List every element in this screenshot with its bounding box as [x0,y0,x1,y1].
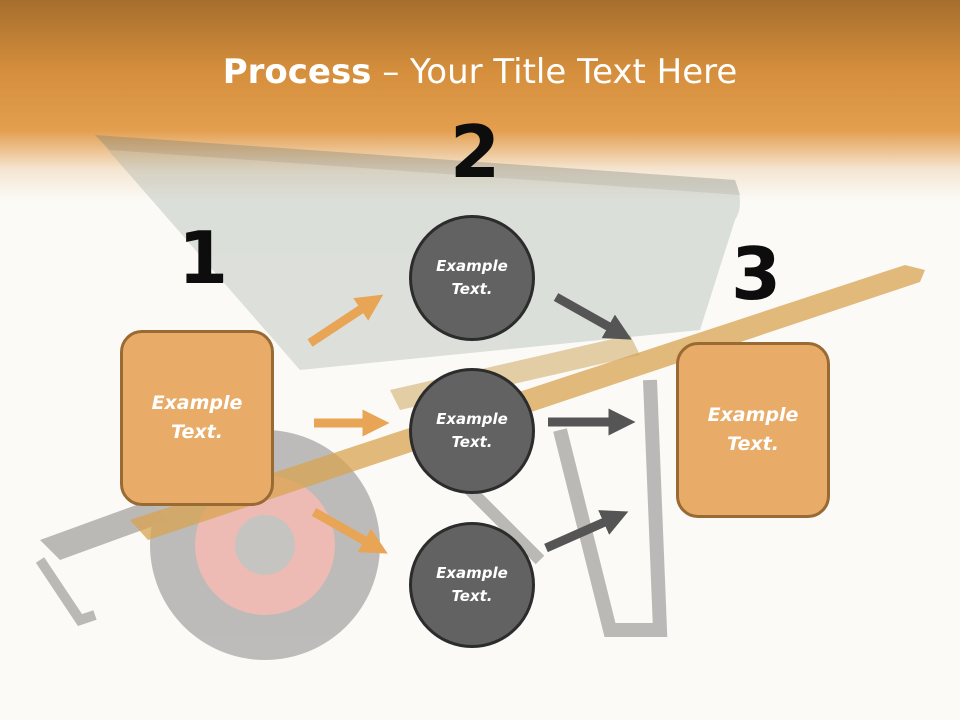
arrow-circle-1-to-3 [553,293,632,340]
step-number-1: 1 [178,216,229,300]
step-number-3: 3 [731,232,782,316]
title-rest: – Your Title Text Here [371,52,738,92]
arrow-1-to-circle-1 [307,294,384,347]
slide-title: Process – Your Title Text Here [0,52,960,92]
title-bold: Process [222,52,372,92]
arrow-circle-3-to-3 [544,510,629,553]
header-band [0,0,960,200]
arrow-1-to-circle-3 [311,508,388,554]
step-number-2: 2 [450,110,501,194]
